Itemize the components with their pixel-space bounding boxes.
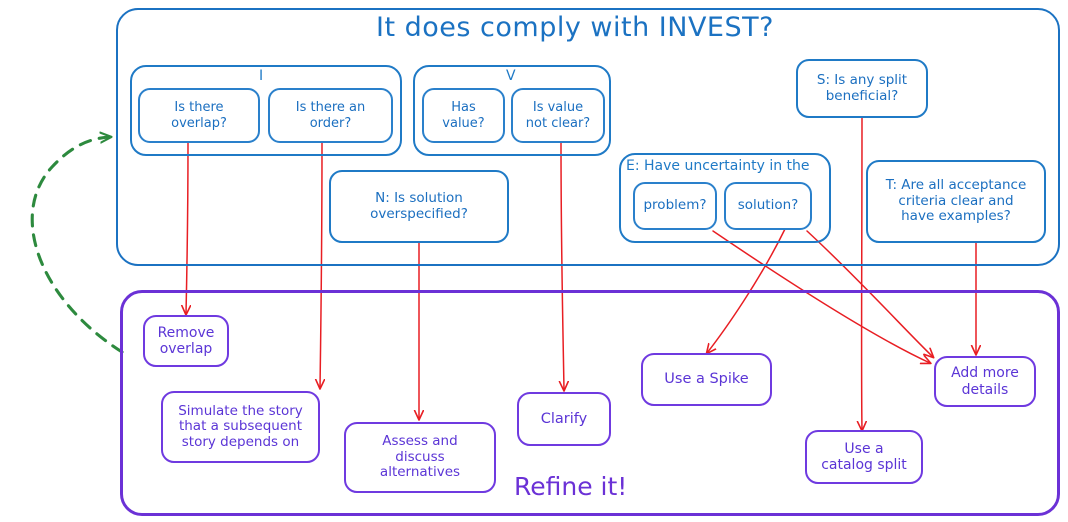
box-add-more-details[interactable]: Add more details: [934, 356, 1036, 407]
box-is-there-overlap[interactable]: Is there overlap?: [138, 88, 260, 143]
box-is-there-an-order[interactable]: Is there an order?: [268, 88, 393, 143]
connector-order-to-simulate: [320, 142, 322, 388]
page-title: It does comply with INVEST?: [376, 12, 774, 43]
box-t-acceptance-criteria[interactable]: T: Are all acceptance criteria clear and…: [866, 160, 1046, 243]
connector-problem-to-details: [712, 230, 930, 363]
panel-refine[interactable]: [120, 290, 1060, 516]
box-n-is-solution-overspecified[interactable]: N: Is solution overspecified?: [329, 170, 509, 243]
group-independent-label: I: [259, 68, 264, 84]
box-use-a-spike[interactable]: Use a Spike: [641, 353, 772, 406]
connector-refine-to-invest: [30, 137, 124, 354]
group-valuable[interactable]: [413, 65, 611, 156]
box-has-value[interactable]: Has value?: [422, 88, 505, 143]
box-remove-overlap[interactable]: Remove overlap: [143, 315, 229, 367]
connector-solution2-to-details: [806, 230, 933, 357]
connector-value-unclear-to-clarify: [561, 142, 564, 390]
connector-overlap-to-remove: [186, 142, 188, 314]
panel-invest[interactable]: [116, 8, 1060, 266]
refine-title: Refine it!: [514, 472, 628, 501]
box-is-value-not-clear[interactable]: Is value not clear?: [511, 88, 605, 143]
box-use-a-catalog-split[interactable]: Use a catalog split: [805, 430, 923, 484]
box-uncertainty-problem[interactable]: problem?: [633, 182, 717, 230]
box-uncertainty-solution[interactable]: solution?: [724, 182, 812, 230]
box-clarify[interactable]: Clarify: [517, 392, 611, 446]
connector-solution-to-spike: [707, 228, 786, 353]
group-independent[interactable]: [130, 65, 402, 156]
group-valuable-label: V: [506, 68, 516, 84]
box-simulate-story[interactable]: Simulate the story that a subsequent sto…: [161, 391, 320, 463]
box-assess-alternatives[interactable]: Assess and discuss alternatives: [344, 422, 496, 493]
group-estimable-label: E: Have uncertainty in the: [626, 158, 810, 174]
group-estimable[interactable]: [619, 153, 831, 243]
box-s-is-any-split-beneficial[interactable]: S: Is any split beneficial?: [796, 59, 928, 118]
